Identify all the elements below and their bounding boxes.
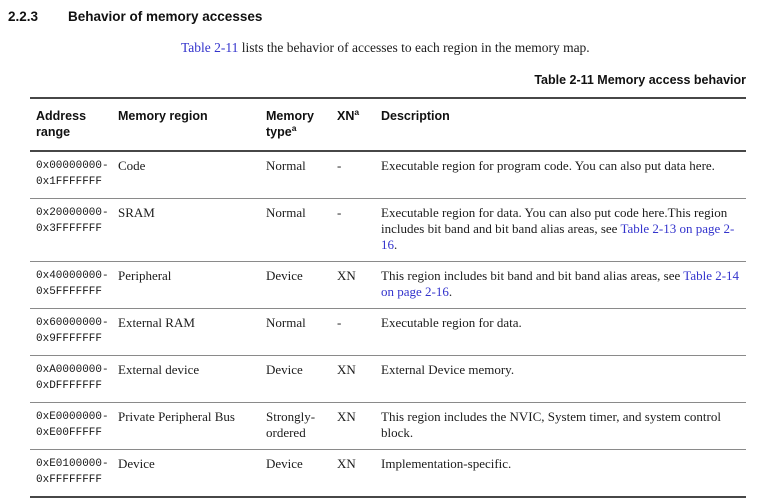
cell-memory-region: Private Peripheral Bus bbox=[118, 402, 266, 450]
cell-description: This region includes the NVIC, System ti… bbox=[381, 402, 746, 450]
cell-description: Executable region for data. bbox=[381, 308, 746, 356]
cell-memory-type: Normal bbox=[266, 158, 306, 173]
cell-description: This region includes bit band and bit ba… bbox=[381, 261, 746, 309]
cell-xn: XN bbox=[337, 402, 381, 450]
cell-memory-region: External device bbox=[118, 355, 266, 403]
column-header-memory-region: Memory region bbox=[118, 98, 266, 152]
cell-memory-type: Device bbox=[266, 261, 337, 309]
column-header-xn: XNa bbox=[337, 98, 381, 152]
cell-address-range: 0xA0000000- 0xDFFFFFFF bbox=[30, 355, 118, 403]
section-number: 2.2.3 bbox=[8, 9, 39, 24]
cell-memory-type: Device bbox=[266, 355, 337, 403]
column-header-memory-type: Memory typea bbox=[266, 98, 337, 152]
intro-table-xref-link[interactable]: Table 2-11 bbox=[181, 40, 239, 55]
cell-memory-type: Device bbox=[266, 449, 337, 497]
cell-address-range: 0xE0100000- 0xFFFFFFFF bbox=[30, 449, 118, 497]
cell-xn: XN bbox=[337, 355, 381, 403]
cell-memory-type: Normal bbox=[266, 308, 337, 356]
description-text: Executable region for program code. You … bbox=[381, 158, 715, 173]
table-row: 0x00000000- 0x1FFFFFFF Code Normal - Executa… bbox=[30, 151, 746, 199]
table-caption: Table 2-11 Memory access behavior bbox=[534, 73, 746, 87]
cell-description: Implementation-specific. bbox=[381, 449, 746, 497]
section-title: Behavior of memory accesses bbox=[68, 9, 263, 24]
cell-description: External Device memory. bbox=[381, 355, 746, 403]
cell-address-range: 0x60000000- 0x9FFFFFFF bbox=[30, 308, 118, 356]
cell-xn: - bbox=[337, 158, 342, 173]
cell-description: Executable region for program code. You … bbox=[381, 151, 746, 199]
description-text: External Device memory. bbox=[381, 362, 515, 377]
description-text: This region includes bit band and bit ba… bbox=[381, 268, 684, 283]
description-text: . bbox=[394, 237, 398, 252]
section-heading: 2.2.3 Behavior of memory accesses bbox=[8, 9, 768, 24]
intro-paragraph: Table 2-11 lists the behavior of accesse… bbox=[181, 40, 768, 56]
cell-address-range: 0xE0000000- 0xE00FFFFF bbox=[30, 402, 118, 450]
footnote-marker: a bbox=[291, 122, 297, 133]
cell-xn: XN bbox=[337, 261, 381, 309]
cell-address-range: 0x00000000- 0x1FFFFFFF bbox=[36, 160, 109, 188]
cell-memory-region: Device bbox=[118, 449, 266, 497]
description-text: Implementation-specific. bbox=[381, 456, 512, 471]
table-xref-link[interactable]: Table 2-14 on page 2-16 bbox=[381, 268, 740, 299]
cell-description: Executable region for data. You can also… bbox=[381, 198, 746, 262]
cell-memory-region: Peripheral bbox=[118, 261, 266, 309]
cell-xn: - bbox=[337, 308, 381, 356]
cell-memory-region: External RAM bbox=[118, 308, 266, 356]
intro-text: lists the behavior of accesses to each r… bbox=[238, 40, 590, 55]
description-text: Executable region for data. You can also… bbox=[381, 205, 728, 236]
cell-address-range: 0x40000000- 0x5FFFFFFF bbox=[30, 261, 118, 309]
table-xref-link[interactable]: Table 2-13 on page 2-16 bbox=[381, 221, 735, 252]
column-header-description: Description bbox=[381, 98, 746, 152]
description-text: . bbox=[448, 284, 453, 299]
cell-memory-type: Strongly-ordered bbox=[266, 402, 337, 450]
cell-xn: XN bbox=[337, 449, 381, 497]
description-text: Executable region for data. bbox=[381, 315, 522, 330]
cell-memory-type: Normal bbox=[266, 198, 337, 262]
cell-memory-region: Code bbox=[118, 158, 146, 173]
cell-memory-region: SRAM bbox=[118, 198, 266, 262]
cell-xn: - bbox=[337, 198, 381, 262]
footnote-marker: a bbox=[354, 106, 360, 117]
description-text: This region includes the NVIC, System ti… bbox=[381, 409, 721, 440]
cell-address-range: 0x20000000- 0x3FFFFFFF bbox=[30, 198, 118, 262]
column-header-address-range: Address range bbox=[30, 98, 118, 152]
